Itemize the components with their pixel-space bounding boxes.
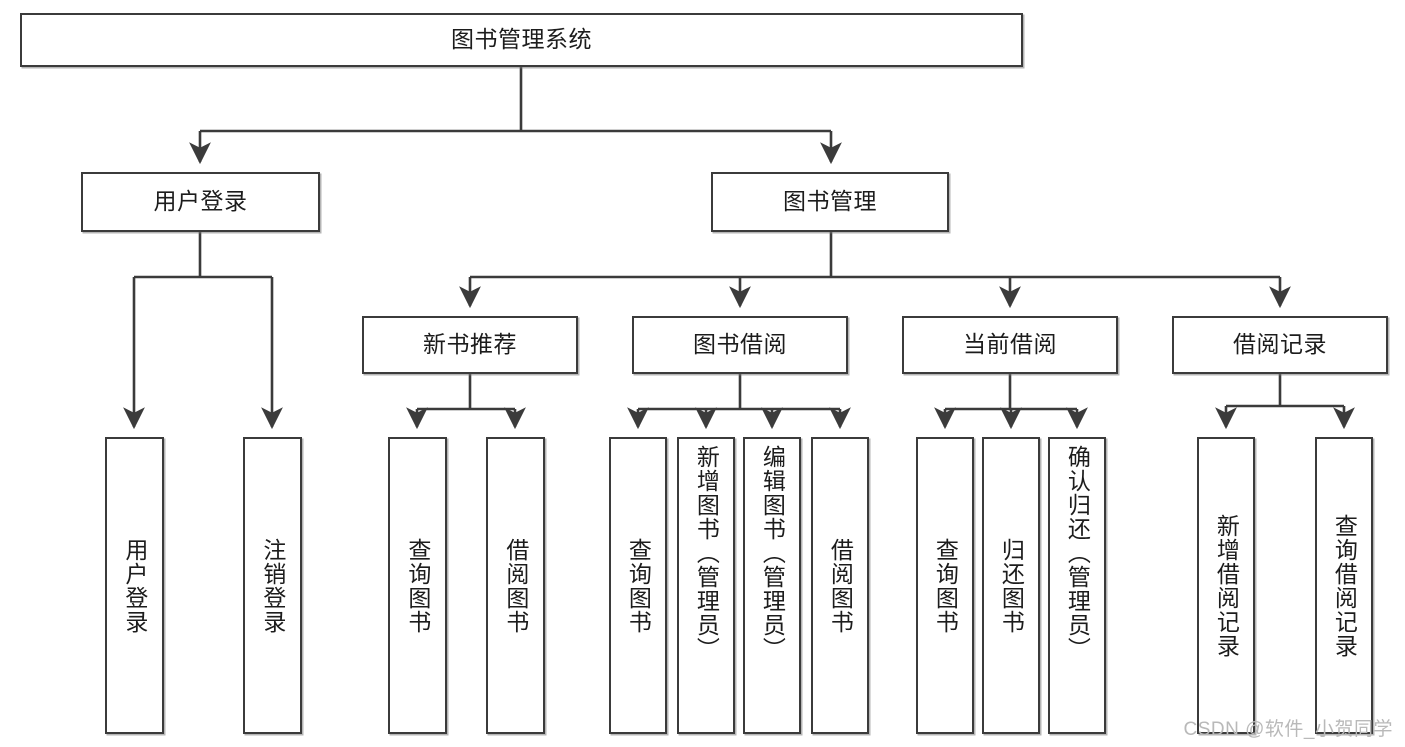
node-current-borrow[interactable]: 当前借阅 [902,316,1118,374]
node-user-login[interactable]: 用户登录 [81,172,320,232]
leaf-borrow-query-book[interactable]: 查询图书 [609,437,667,734]
leaf-current-confirm-return-admin[interactable]: 确认归还（管理员） [1048,437,1106,734]
leaf-user-login[interactable]: 用户登录 [105,437,164,734]
node-new-book-recommend[interactable]: 新书推荐 [362,316,578,374]
node-label: 注销登录 [259,537,286,634]
leaf-current-return-book[interactable]: 归还图书 [982,437,1040,734]
node-label: 编辑图书（管理员） [759,445,786,661]
node-label: 新增借阅记录 [1213,513,1240,658]
node-label: 图书借阅 [693,331,787,358]
leaf-borrow-borrow-book[interactable]: 借阅图书 [811,437,869,734]
leaf-borrow-add-book-admin[interactable]: 新增图书（管理员） [677,437,735,734]
node-root-system[interactable]: 图书管理系统 [20,13,1023,67]
node-label: 查询图书 [932,537,959,634]
node-label: 当前借阅 [963,331,1057,358]
node-label: 用户登录 [153,188,248,215]
node-label: 图书管理 [783,188,877,215]
node-label: 查询图书 [404,537,431,634]
watermark-text: CSDN @软件_小贺同学 [1183,719,1393,740]
leaf-borrow-edit-book-admin[interactable]: 编辑图书（管理员） [743,437,801,734]
leaf-record-query-borrow-record[interactable]: 查询借阅记录 [1315,437,1373,734]
node-label: 新书推荐 [423,331,517,358]
node-book-borrow[interactable]: 图书借阅 [632,316,848,374]
node-label: 借阅记录 [1233,331,1327,358]
node-label: 查询借阅记录 [1331,513,1358,658]
node-label: 确认归还（管理员） [1064,445,1091,661]
node-book-manage[interactable]: 图书管理 [711,172,949,232]
node-label: 借阅图书 [502,537,529,634]
leaf-user-logout[interactable]: 注销登录 [243,437,302,734]
leaf-recommend-borrow-book[interactable]: 借阅图书 [486,437,545,734]
node-label: 用户登录 [121,537,148,634]
node-label: 图书管理系统 [451,26,592,53]
leaf-record-add-borrow-record[interactable]: 新增借阅记录 [1197,437,1255,734]
node-label: 新增图书（管理员） [693,445,720,661]
leaf-recommend-query-book[interactable]: 查询图书 [388,437,447,734]
leaf-current-query-book[interactable]: 查询图书 [916,437,974,734]
node-label: 查询图书 [625,537,652,634]
node-label: 借阅图书 [827,537,854,634]
node-label: 归还图书 [998,537,1025,634]
node-borrow-record[interactable]: 借阅记录 [1172,316,1388,374]
